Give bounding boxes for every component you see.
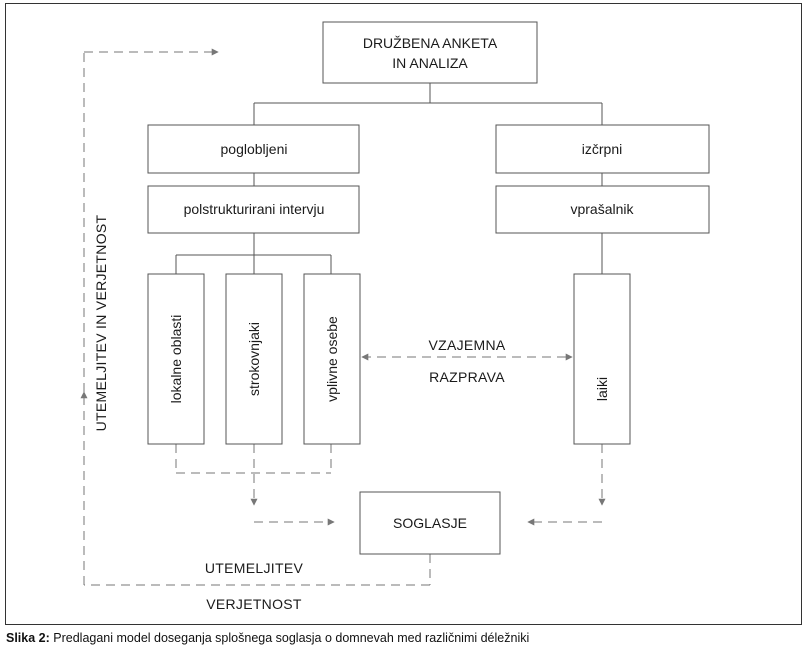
consensus-model-diagram: DRUŽBENA ANKETA IN ANALIZA poglobljeni i… xyxy=(80,21,710,612)
interview-label: polstrukturirani intervju xyxy=(184,201,325,217)
mutual-discussion-line1: VZAJEMNA xyxy=(428,337,505,353)
survey-analysis-line2: IN ANALIZA xyxy=(392,55,468,71)
dashed-connectors xyxy=(80,48,606,586)
influential-people-label: vplivne osebe xyxy=(324,316,340,402)
laypeople-box xyxy=(573,273,631,445)
caption-label: Slika 2: xyxy=(6,631,50,645)
influential-people-box xyxy=(303,273,361,445)
probability-label: VERJETNOST xyxy=(206,596,302,612)
laypeople-label: laiki xyxy=(594,377,610,401)
justification-label: UTEMELJITEV xyxy=(205,560,304,576)
figure-frame xyxy=(5,3,802,625)
comprehensive-box xyxy=(495,124,710,174)
caption-text: Predlagani model doseganja splošnega sog… xyxy=(53,631,530,645)
questionnaire-label: vprašalnik xyxy=(570,201,634,217)
local-authorities-box xyxy=(147,273,205,445)
local-authorities-label: lokalne oblasti xyxy=(168,315,184,404)
experts-box xyxy=(225,273,283,445)
questionnaire-box xyxy=(495,185,710,234)
in-depth-label: poglobljeni xyxy=(221,141,288,157)
figure-caption: Slika 2: Predlagani model doseganja splo… xyxy=(6,631,529,645)
justification-probability-vertical: UTEMELJITEV IN VERJETNOST xyxy=(93,214,109,431)
experts-label: strokovnjaki xyxy=(246,322,262,396)
mutual-discussion-line2: RAZPRAVA xyxy=(429,369,505,385)
solid-connectors xyxy=(175,83,603,274)
survey-analysis-box xyxy=(322,21,538,84)
consensus-box xyxy=(359,491,501,555)
interview-box xyxy=(147,185,360,234)
comprehensive-label: izčrpni xyxy=(582,141,622,157)
consensus-label: SOGLASJE xyxy=(393,515,467,531)
survey-analysis-line1: DRUŽBENA ANKETA xyxy=(363,35,498,51)
in-depth-box xyxy=(147,124,360,174)
